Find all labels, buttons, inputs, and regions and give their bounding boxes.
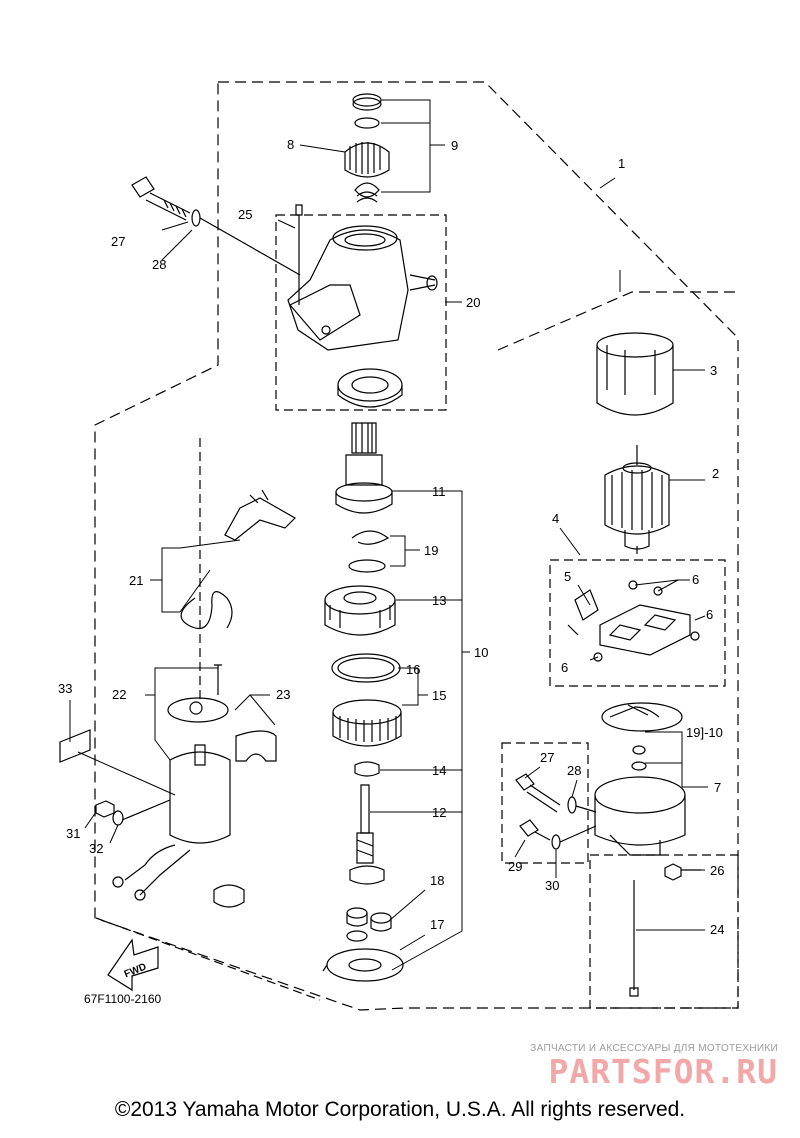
gear-case-box xyxy=(275,214,447,411)
callout-labels: 1 2 3 4 5 6 6 6 7 8 9 10 19]-10 11 12 13… xyxy=(58,137,724,937)
pinion-clutch xyxy=(335,422,393,514)
internal-gear xyxy=(332,699,402,747)
screw-26 xyxy=(664,863,701,881)
fwd-arrow xyxy=(107,938,159,992)
callout-12: 12 xyxy=(432,805,446,820)
callout-26: 26 xyxy=(710,863,724,878)
callout-1: 1 xyxy=(618,156,625,171)
callout-15: 15 xyxy=(432,688,446,703)
bolt-set-box xyxy=(501,742,589,864)
watermark-logo: PARTSFOR.RU xyxy=(548,1052,778,1091)
callout-27a: 27 xyxy=(111,234,125,249)
callout-14: 14 xyxy=(432,763,446,778)
callout-6b: 6 xyxy=(706,607,713,622)
callout-30: 30 xyxy=(545,878,559,893)
brush-holder-box xyxy=(549,559,726,687)
callout-31: 31 xyxy=(66,826,80,841)
rear-cover xyxy=(594,702,686,856)
plate-17 xyxy=(322,948,404,982)
callout-24: 24 xyxy=(710,922,724,937)
shift-fork xyxy=(180,489,296,630)
label-33 xyxy=(59,729,91,763)
gear-case-housing xyxy=(287,225,438,408)
gear-housing-13 xyxy=(324,585,396,636)
callout-5: 5 xyxy=(564,569,571,584)
callout-18: 18 xyxy=(430,873,444,888)
circlip xyxy=(351,530,390,545)
yoke xyxy=(596,332,674,416)
callout-13: 13 xyxy=(432,593,446,608)
callout-4: 4 xyxy=(552,511,559,526)
washer-32 xyxy=(112,810,124,826)
motor-assembly-boundary xyxy=(497,291,738,351)
callout-6c: 6 xyxy=(561,660,568,675)
planetary-shaft xyxy=(349,784,385,885)
callout-22: 22 xyxy=(112,687,126,702)
callout-21: 21 xyxy=(129,573,143,588)
callout-17: 17 xyxy=(430,917,444,932)
callout-8: 8 xyxy=(287,137,294,152)
callout-9: 9 xyxy=(451,138,458,153)
bracket-23 xyxy=(235,730,277,762)
callout-6a: 6 xyxy=(692,572,699,587)
callout-20: 20 xyxy=(466,295,480,310)
bolt-set-right xyxy=(515,773,597,850)
through-bolt-box xyxy=(589,854,739,1009)
callout-33: 33 xyxy=(58,681,72,696)
stopper-ring xyxy=(348,559,386,573)
armature xyxy=(604,445,670,554)
watermark-subtitle: ЗАПЧАСТИ И АКСЕССУАРЫ ДЛЯ МОТОТЕХНИКИ xyxy=(530,1043,778,1054)
callout-25: 25 xyxy=(238,207,252,222)
drive-gear-set xyxy=(344,93,390,203)
callout-23: 23 xyxy=(276,687,290,702)
callout-32: 32 xyxy=(89,841,103,856)
starter-assembly-boundary xyxy=(95,438,321,1001)
callout-28b: 28 xyxy=(567,763,581,778)
brush-holder xyxy=(567,580,700,662)
callout-11: 11 xyxy=(432,484,446,499)
callout-3: 3 xyxy=(710,363,717,378)
callout-2: 2 xyxy=(712,466,719,481)
bolt-27-upper xyxy=(131,176,301,276)
through-bolt-24 xyxy=(629,880,639,997)
diagram-code: 67F1100-2160 xyxy=(84,992,162,1006)
callout-16: 16 xyxy=(406,662,420,677)
starter-relay xyxy=(112,664,245,908)
callout-10b: 19]-10 xyxy=(686,725,723,740)
callout-7: 7 xyxy=(714,780,721,795)
callout-29: 29 xyxy=(508,859,522,874)
callout-10a: 10 xyxy=(474,645,488,660)
bolt-25 xyxy=(295,204,303,305)
planet-gears xyxy=(346,907,392,942)
callout-27b: 27 xyxy=(540,750,554,765)
callout-28a: 28 xyxy=(152,257,166,272)
fwd-label: FWD xyxy=(123,962,148,981)
leader-lines xyxy=(69,99,708,971)
callout-19: 19 xyxy=(424,543,438,558)
nut-31 xyxy=(95,800,115,818)
copyright-notice: ©2013 Yamaha Motor Corporation, U.S.A. A… xyxy=(114,1098,686,1121)
gasket-16-inner xyxy=(337,657,395,679)
bushing-14 xyxy=(354,761,380,777)
